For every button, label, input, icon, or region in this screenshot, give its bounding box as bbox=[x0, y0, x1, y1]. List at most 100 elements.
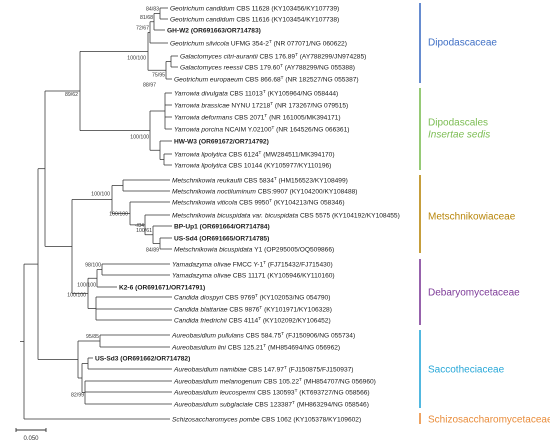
taxon-species: Yarrowia brassicae bbox=[174, 102, 231, 109]
taxon-label: Geotrichum europaeum CBS 866.68T (NR 182… bbox=[174, 75, 359, 84]
bootstrap-support: 98/100 bbox=[85, 263, 101, 269]
taxon-strain: CBS:9907 bbox=[258, 188, 288, 195]
type-strain-mark: T bbox=[295, 388, 298, 393]
taxon-accession: (OR691663/OR714783) bbox=[189, 27, 261, 34]
taxon-species: Galactomyces citri-aurantii bbox=[180, 53, 260, 60]
tip-labels: Geotrichum candidum CBS 11628 (KY103456/… bbox=[95, 5, 400, 423]
taxon-accession: (KY103456/KY107739) bbox=[270, 5, 340, 12]
taxon-label: Aureobasidium pullulans CBS 584.75T (FJ1… bbox=[171, 331, 355, 340]
taxon-species: Candida blattariae bbox=[174, 306, 229, 313]
taxon-accession: (OR691662/OR714782) bbox=[118, 355, 190, 362]
bootstrap-support: 75/95 bbox=[152, 72, 165, 78]
type-strain-mark: T bbox=[259, 150, 262, 155]
taxon-species: Metschnikowia reukaufii bbox=[172, 177, 244, 184]
taxon-label: Aureobasidium subglaciale CBS 123387T (M… bbox=[173, 400, 369, 409]
scale-bar-label: 0.050 bbox=[23, 436, 39, 442]
taxon-species: Metschnikowia noctiluminum bbox=[172, 188, 258, 195]
taxon-accession: (KY104200/KY108488) bbox=[288, 188, 358, 195]
bootstrap-support: 100/100 bbox=[91, 191, 110, 197]
taxon-label: Yarrowia divulgata CBS 11013T (KY105964/… bbox=[174, 89, 338, 98]
type-strain-mark: T bbox=[281, 331, 284, 336]
taxon-accession: (OR691671/OR714791) bbox=[133, 284, 205, 291]
taxon-strain: CBS 176.89 bbox=[260, 53, 296, 60]
taxon-label: Yarrowia porcina NCAIM Y.02100T (NR 1645… bbox=[174, 125, 349, 134]
taxon-label: Geotrichum candidum CBS 11628 (KY103456/… bbox=[170, 5, 339, 12]
taxon-strain: US-Sd3 bbox=[95, 355, 119, 362]
support-values: 84/8381/6872/67100/10075/9588/97100/1008… bbox=[65, 7, 165, 399]
taxon-label: Aureobasidium namibiae CBS 147.97T (FJ15… bbox=[173, 365, 354, 374]
taxon-accession: (KY104192/KY108455) bbox=[330, 212, 400, 219]
taxon-strain: CBS 10144 bbox=[228, 162, 262, 169]
taxon-accession: (OP295005/OQ509866) bbox=[262, 246, 334, 253]
taxon-species: Aureobasidium pullulans bbox=[171, 332, 246, 339]
taxon-strain: CBS 130593 bbox=[257, 389, 295, 396]
taxon-species: Yarrowia divulgata bbox=[174, 90, 230, 97]
taxon-accession: (KY105378/KY109602) bbox=[291, 416, 361, 423]
taxon-strain: CBS 6124 bbox=[228, 151, 258, 158]
taxon-strain: CBS 125.21 bbox=[228, 344, 264, 351]
bootstrap-support: 89/62 bbox=[65, 92, 78, 98]
taxon-species: Aureobasidium melanogenum bbox=[173, 378, 263, 385]
taxon-species: Yarrowia lipolytica bbox=[174, 151, 228, 158]
taxon-strain: CBS 4114 bbox=[229, 317, 259, 324]
taxon-strain: NCAIM Y.02100 bbox=[225, 126, 272, 133]
taxon-strain: GH-W2 bbox=[167, 27, 189, 34]
taxon-species: Metschnikowia bicuspidata var. bicuspida… bbox=[172, 212, 300, 219]
taxon-label: HW-W3 (OR691672/OR714792) bbox=[174, 138, 269, 145]
type-strain-mark: T bbox=[272, 125, 275, 130]
taxon-accession: (KY105946/KY110160) bbox=[265, 272, 334, 279]
taxon-species: Aureobasidium lini bbox=[171, 344, 228, 351]
taxon-label: Yarrowia lipolytica CBS 6124T (MW284511/… bbox=[174, 150, 335, 159]
taxon-species: Metschnikowia bicuspidata bbox=[174, 246, 254, 253]
type-strain-mark: T bbox=[284, 365, 287, 370]
taxon-label: Metschnikowia bicuspidata Y1 (OP295005/O… bbox=[174, 246, 334, 253]
taxon-strain: CBS 9950 bbox=[239, 199, 269, 206]
taxon-species: Galactomyces reessii bbox=[180, 64, 245, 71]
taxon-species: Geotrichum candidum bbox=[170, 5, 236, 12]
taxon-species: Yarrowia deformans bbox=[174, 114, 234, 121]
type-strain-mark: T bbox=[259, 305, 262, 310]
taxon-label: K2-6 (OR691671/OR714791) bbox=[119, 284, 205, 291]
taxon-species: Aureobasidium leucospermi bbox=[173, 389, 257, 396]
bootstrap-support: 88/97 bbox=[143, 83, 156, 89]
taxon-label: BP-Up1 (OR691664/OR714784) bbox=[174, 223, 270, 230]
taxon-strain: CBS 179.60 bbox=[245, 64, 281, 71]
taxon-label: Geotrichum silvicola UFMG 354-2T (NR 077… bbox=[170, 39, 347, 48]
taxon-species: Candida friedrichii bbox=[174, 317, 229, 324]
type-strain-mark: T bbox=[255, 293, 258, 298]
bootstrap-support: 100/61 bbox=[136, 228, 152, 234]
taxon-label: Metschnikowia viticola CBS 9950T (KY1042… bbox=[172, 198, 345, 207]
bootstrap-support: 100/100 bbox=[109, 211, 128, 217]
clade-label: Saccotheciaceae bbox=[428, 365, 505, 376]
clade-label: Dipodascaceae bbox=[428, 38, 497, 49]
taxon-label: Metschnikowia bicuspidata var. bicuspida… bbox=[172, 212, 400, 219]
taxon-species: Yarrowia porcina bbox=[174, 126, 225, 133]
taxon-accession: (KY105977/KY110196) bbox=[262, 162, 331, 169]
bootstrap-support: 84/83 bbox=[146, 7, 159, 13]
taxon-strain: HW-W3 bbox=[174, 138, 197, 145]
taxon-species: Yamadazyma olivae bbox=[172, 261, 233, 268]
bootstrap-support: 72/67 bbox=[136, 25, 149, 31]
taxon-strain: CBS 11628 bbox=[236, 5, 270, 12]
taxon-strain: CBS 105.22 bbox=[263, 378, 299, 385]
type-strain-mark: T bbox=[263, 260, 266, 265]
bootstrap-support: 100/100 bbox=[130, 135, 149, 141]
taxon-label: Galactomyces reessii CBS 179.60T (AY7882… bbox=[180, 63, 355, 72]
bootstrap-support: 100/100 bbox=[67, 292, 86, 298]
taxon-strain: NYNU 17218 bbox=[231, 102, 270, 109]
taxon-species: Aureobasidium subglaciale bbox=[173, 401, 255, 408]
type-strain-mark: T bbox=[280, 63, 283, 68]
taxon-label: Schizosaccharomyces pombe CBS 1062 (KY10… bbox=[172, 416, 361, 423]
taxon-species: Aureobasidium namibiae bbox=[173, 366, 248, 373]
bootstrap-support: 84/89 bbox=[146, 248, 159, 254]
clade-label: Dipodascales bbox=[428, 118, 488, 129]
taxon-strain: US-Sd4 bbox=[174, 235, 198, 242]
type-strain-mark: T bbox=[263, 343, 266, 348]
type-strain-mark: T bbox=[264, 113, 267, 118]
taxon-label: Candida friedrichii CBS 4114T (KY102092/… bbox=[174, 316, 331, 325]
taxon-strain: CBS 584.75 bbox=[246, 332, 282, 339]
taxon-label: Geotrichum candidum CBS 11616 (KY103454/… bbox=[170, 16, 339, 23]
taxon-accession: (OR691665/OR714785) bbox=[197, 235, 269, 242]
taxon-label: US-Sd4 (OR691665/OR714785) bbox=[174, 235, 269, 242]
